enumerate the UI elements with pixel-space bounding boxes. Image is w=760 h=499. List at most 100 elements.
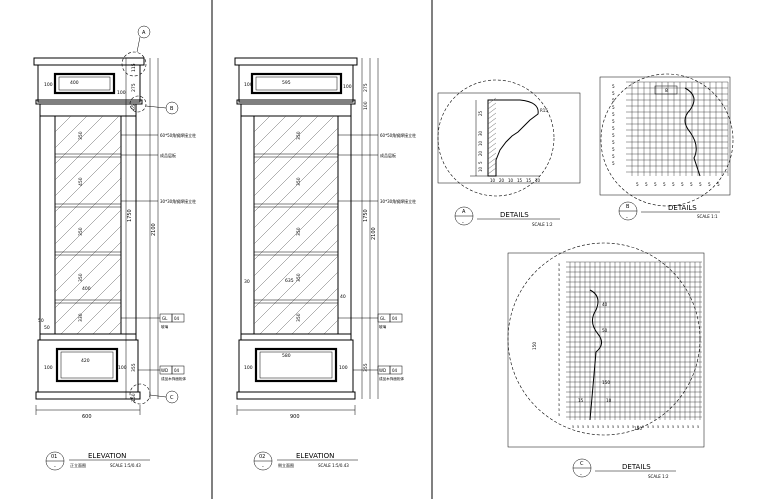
svg-text:-: - (580, 472, 582, 478)
grid-dimension: 5 (558, 353, 560, 357)
grid-dimension: 5 (558, 328, 560, 332)
note-column: 60*50角钢焊接立柱 (160, 132, 196, 138)
svg-text:04: 04 (174, 316, 180, 321)
detail-c-title: DETAILS (622, 463, 651, 471)
detail-a-dimension: 20 (478, 150, 483, 156)
hatch-line (487, 152, 497, 160)
shelves (253, 153, 339, 304)
grid-dimension: 5 (558, 358, 560, 362)
shelf (54, 153, 122, 158)
width-dimension: 900 (290, 414, 300, 420)
hatch-line (487, 147, 497, 155)
svg-text:400: 400 (70, 80, 79, 86)
grid-dimension: 5 (558, 368, 560, 372)
grid-dimension: 5 (699, 182, 702, 187)
hatch-line (54, 115, 88, 149)
svg-text:玻璃: 玻璃 (379, 324, 387, 329)
svg-text:WD: WD (379, 368, 386, 373)
grid-dimension: 5 (647, 425, 649, 429)
grid-dimension: 5 (558, 308, 560, 312)
shelf-dimension: 350 (78, 131, 84, 140)
shelf-dimension: 350 (296, 227, 302, 236)
shelf-dimension: 350 (296, 273, 302, 282)
elevation-number: 02 (259, 454, 265, 460)
detail-c-dimension: 10 (606, 398, 612, 403)
grid-dimension: 5 (558, 343, 560, 347)
hatch-line (487, 102, 497, 110)
elevation-02: 900 1750 2100 100 595 100 275 100 100 58… (234, 57, 416, 471)
grid-dimension: 5 (558, 348, 560, 352)
grid-dimension: 5 (558, 373, 560, 377)
hatch-line (487, 132, 497, 140)
hatch-line (323, 319, 339, 335)
hatch-line (307, 303, 339, 335)
hatch-line (54, 193, 122, 261)
body-height-dimension: 1750 (363, 209, 369, 222)
grid-dimension: 5 (612, 161, 615, 166)
detail-a-circle (437, 79, 555, 197)
detail-c-dimension: 15 (578, 398, 584, 403)
grid-dimension: 5 (558, 388, 560, 392)
grid-dimension: 5 (612, 140, 615, 145)
hatch-line (54, 241, 122, 309)
detail-a-dimension: 10 (535, 178, 541, 183)
grid-dimension: 5 (558, 263, 560, 267)
grid-dimension: 5 (587, 425, 589, 429)
grid-dimension: 5 (622, 425, 624, 429)
detail-b-profile (684, 87, 701, 177)
crown-body (238, 64, 354, 103)
detail-a-note: R15 (540, 108, 548, 113)
hatch-line (487, 97, 497, 105)
crown-cap (234, 57, 358, 66)
grid-dimension: 5 (632, 425, 634, 429)
callout-circle-b (129, 95, 147, 113)
svg-text:100: 100 (118, 365, 127, 371)
total-height-dimension: 2100 (151, 223, 157, 236)
glass-door (54, 115, 122, 335)
shelf (54, 299, 122, 304)
elevation-01: 600 1750 2100 100 400 100 65 275 115 100… (33, 25, 196, 471)
grid-dimension: 5 (657, 425, 659, 429)
grid-dimension: 5 (692, 425, 694, 429)
hatch-line (253, 127, 339, 213)
grid-dimension: 5 (558, 313, 560, 317)
grid-dimension: 5 (558, 413, 560, 417)
hatch-line (253, 223, 339, 309)
detail-a-dimension: 10 (478, 140, 483, 146)
svg-text:150: 150 (131, 393, 137, 402)
crown-molding-profile (487, 99, 539, 177)
detail-b-dimension: 8 (665, 88, 668, 94)
svg-text:-: - (462, 220, 464, 226)
base-window (55, 347, 119, 383)
detail-c-dimension: 150 (634, 426, 642, 431)
shelf (253, 299, 339, 304)
base-window (254, 347, 338, 383)
inner-width-dimension: 635 (285, 278, 294, 284)
svg-text:-: - (626, 215, 628, 221)
cabinet-body (240, 115, 352, 335)
grid-dimension: 5 (607, 425, 609, 429)
detail-b-circle (600, 73, 734, 207)
grid-dimension: 5 (636, 182, 639, 187)
hatch-line (54, 115, 120, 181)
hatch-line (487, 107, 497, 115)
detail-a-dimension: 15 (517, 178, 523, 183)
hatch-line (291, 287, 339, 335)
detail-a-dimension: 30 (478, 130, 483, 136)
grid-dimension: 5 (677, 425, 679, 429)
grid-dimension: 5 (672, 425, 674, 429)
shelf-dimension: 350 (296, 131, 302, 140)
legend-glass-code: GL (162, 316, 168, 321)
svg-text:275: 275 (363, 83, 369, 92)
grid-dimension: 5 (572, 425, 574, 429)
hatch-line (54, 161, 122, 229)
hatch-line (487, 112, 497, 120)
detail-a-dimension: 10 (490, 178, 496, 183)
grid-dimension: 5 (612, 119, 615, 124)
grid-dimension: 5 (612, 126, 615, 131)
panel-dividers (211, 0, 433, 499)
note-column: 60*50角钢焊接立柱 (380, 132, 416, 138)
